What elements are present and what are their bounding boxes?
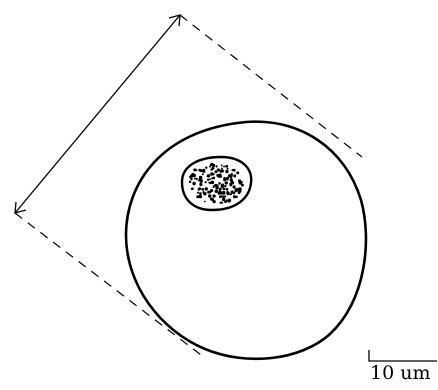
chromatin-dot	[207, 179, 209, 181]
chromatin-dot	[212, 173, 214, 175]
chromatin-dot	[208, 182, 210, 184]
chromatin-dot	[199, 183, 202, 186]
chromatin-dot	[224, 195, 226, 197]
chromatin-dot	[221, 169, 224, 172]
chromatin-dot	[221, 164, 223, 166]
chromatin-dot	[215, 190, 219, 194]
chromatin-dot	[225, 181, 228, 184]
chromatin-dot	[222, 198, 225, 201]
chromatin-dot	[223, 177, 225, 179]
chromatin-dot	[233, 185, 236, 188]
chromatin-dot	[219, 188, 222, 191]
chromatin-dot	[191, 173, 194, 176]
scale-bar-label: 10 um	[370, 364, 430, 383]
chromatin-dot	[221, 185, 224, 188]
chromatin-dot	[223, 166, 225, 168]
chromatin-dot	[209, 178, 211, 180]
chromatin-dot	[233, 192, 236, 195]
chromatin-dot	[217, 168, 220, 171]
chromatin-dot	[231, 173, 233, 175]
chromatin-dot	[212, 177, 215, 180]
chromatin-dot	[230, 193, 232, 195]
chromatin-dot	[227, 168, 229, 170]
chromatin-dot	[225, 170, 228, 173]
dashed-tangent-upper	[180, 15, 362, 157]
scale-bar	[369, 350, 437, 361]
chromatin-dot	[190, 178, 192, 180]
chromatin-dot	[195, 178, 197, 180]
chromatin-dot	[233, 169, 236, 172]
chromatin-dot	[225, 188, 228, 191]
chromatin-dot	[219, 195, 222, 198]
chromatin-dot	[218, 182, 221, 185]
chromatin-dot	[202, 173, 204, 175]
chromatin-dot	[218, 191, 221, 194]
chromatin-dot	[208, 194, 211, 197]
chromatin-dot	[222, 188, 225, 191]
chromatin-dot	[199, 192, 202, 195]
chromatin-dot	[201, 188, 204, 191]
chromatin-dot	[219, 173, 222, 176]
chromatin-dot	[236, 171, 239, 174]
chromatin-dot	[205, 187, 208, 190]
chromatin-dot	[210, 197, 213, 200]
chromatin-dot	[222, 191, 225, 194]
dashed-tangent-lower	[15, 213, 205, 358]
chromatin-dot	[200, 169, 203, 172]
chromatin-dot	[203, 192, 206, 195]
chromatin-dot	[238, 191, 241, 194]
chromatin-dot	[191, 188, 194, 191]
chromatin-dot	[205, 181, 207, 183]
chromatin-dot	[206, 175, 208, 177]
chromatin-dot	[194, 178, 196, 180]
chromatin-dot	[189, 181, 191, 183]
chromatin-dot	[213, 185, 215, 187]
chromatin-dot	[214, 170, 217, 173]
chromatin-dot	[220, 202, 222, 204]
chromatin-dot	[225, 165, 228, 168]
chromatin-dot	[233, 174, 236, 177]
chromatin-dot	[235, 188, 239, 192]
chromatin-dot	[215, 165, 217, 167]
chromatin-dot	[221, 168, 223, 170]
chromatin-dot	[209, 165, 211, 167]
chromatin-dot	[197, 192, 199, 194]
cell-membrane	[126, 122, 366, 359]
chromatin-dot	[193, 182, 195, 184]
chromatin-dot	[226, 177, 229, 180]
chromatin-dot	[211, 181, 215, 185]
chromatin-dot	[211, 167, 214, 170]
chromatin-dot	[233, 195, 236, 198]
chromatin-dot	[231, 181, 234, 184]
chromatin-dot	[199, 179, 203, 183]
chromatin-dot	[212, 194, 215, 197]
chromatin-dot	[239, 181, 242, 184]
measurement-arrow-line	[15, 15, 180, 213]
chromatin-dot	[210, 189, 213, 192]
chromatin-dot	[205, 167, 207, 169]
chromatin-dot	[195, 169, 197, 171]
chromatin-dot	[198, 179, 200, 181]
chromatin-dot	[226, 192, 230, 196]
chromatin-dot	[198, 187, 201, 190]
chromatin-dot	[224, 185, 226, 187]
chromatin-dots	[189, 163, 244, 204]
chromatin-dot	[204, 201, 206, 203]
chromatin-dot	[212, 164, 215, 167]
chromatin-dot	[228, 199, 231, 202]
chromatin-dot	[215, 186, 218, 189]
chromatin-dot	[196, 195, 199, 198]
